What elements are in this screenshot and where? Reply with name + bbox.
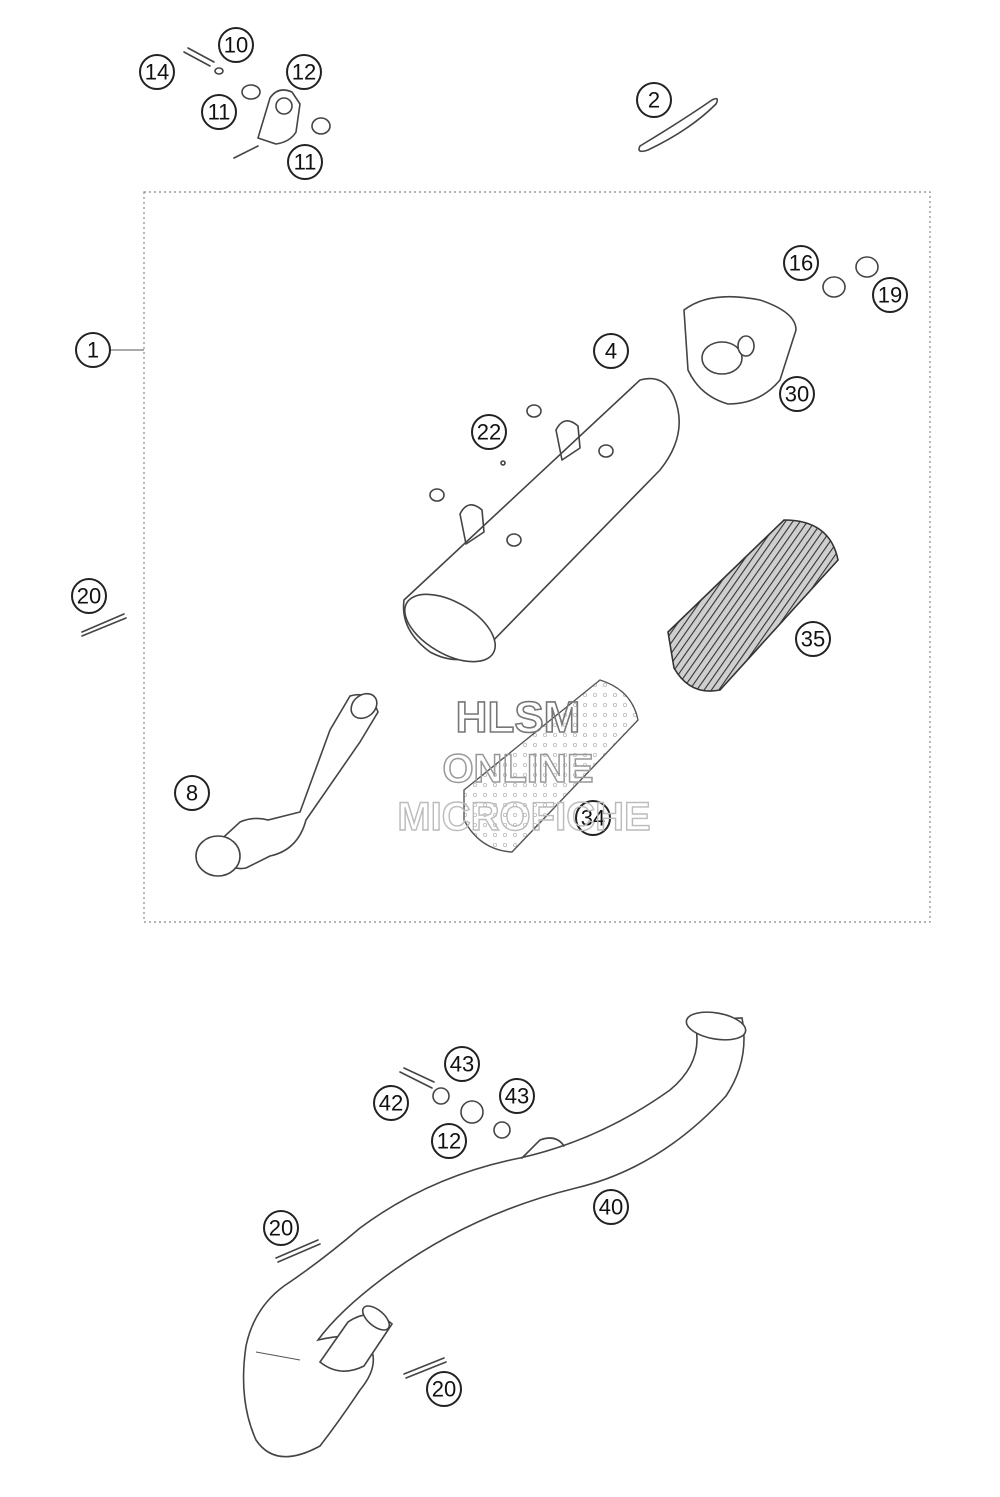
- callout-43-upper: 43: [444, 1046, 480, 1082]
- callout-43-lower: 43: [499, 1078, 535, 1114]
- svg-text:16: 16: [789, 251, 813, 276]
- svg-text:11: 11: [208, 100, 231, 125]
- callout-22: 22: [471, 414, 507, 450]
- callout-8: 8: [174, 775, 210, 811]
- callout-12-top: 12: [286, 54, 322, 90]
- svg-text:34: 34: [581, 806, 605, 831]
- svg-text:2: 2: [648, 88, 660, 113]
- callout-35: 35: [795, 621, 831, 657]
- callout-10: 10: [218, 27, 254, 63]
- bolt-20-middle: [275, 1239, 321, 1263]
- callout-20-middle: 20: [263, 1210, 299, 1246]
- callout-2: 2: [636, 82, 672, 118]
- watermark-line-2: ONLINE: [442, 747, 593, 791]
- bracket-assembly-top: [183, 47, 331, 159]
- svg-text:35: 35: [801, 627, 825, 652]
- callout-12-bottom: 12: [431, 1123, 467, 1159]
- ring-19: [855, 256, 879, 278]
- header-pipe-40: [242, 1011, 747, 1458]
- svg-text:43: 43: [450, 1052, 474, 1077]
- bolt-20-left: [81, 613, 127, 637]
- assembly-frame: [143, 191, 931, 923]
- watermark-line-3: MICROFICHE: [397, 795, 650, 839]
- svg-text:30: 30: [785, 382, 809, 407]
- svg-text:14: 14: [145, 60, 169, 85]
- end-cap-30: [683, 295, 797, 405]
- bolt-20-bottom: [403, 1357, 447, 1379]
- callout-34: 34: [575, 800, 611, 836]
- callout-40: 40: [593, 1189, 629, 1225]
- svg-text:40: 40: [599, 1195, 623, 1220]
- svg-text:11: 11: [294, 150, 317, 175]
- svg-text:12: 12: [292, 60, 316, 85]
- callout-30: 30: [779, 376, 815, 412]
- watermark-line-1: HLSM: [456, 693, 581, 742]
- svg-text:20: 20: [77, 584, 101, 609]
- svg-text:8: 8: [186, 781, 198, 806]
- callout-4: 4: [593, 333, 629, 369]
- inner-tube-8: [195, 692, 379, 877]
- callout-20-left: 20: [71, 578, 107, 614]
- svg-text:20: 20: [269, 1216, 293, 1241]
- callout-42: 42: [373, 1085, 409, 1121]
- svg-text:19: 19: [878, 283, 902, 308]
- svg-text:22: 22: [477, 420, 501, 445]
- svg-text:10: 10: [224, 33, 248, 58]
- packing-35: [667, 519, 839, 692]
- callout-14: 14: [139, 54, 175, 90]
- svg-text:42: 42: [379, 1091, 403, 1116]
- callout-1: 1: [75, 332, 111, 368]
- svg-text:20: 20: [432, 1377, 456, 1402]
- svg-text:43: 43: [505, 1084, 529, 1109]
- callout-19: 19: [872, 277, 908, 313]
- gasket-2: [638, 97, 719, 153]
- ring-16: [822, 276, 846, 298]
- callout-16: 16: [783, 245, 819, 281]
- bracket-assembly-bottom: [399, 1067, 511, 1139]
- callout-11-lower: 11: [287, 144, 323, 180]
- silencer-body-4: [402, 377, 680, 663]
- svg-text:12: 12: [437, 1129, 461, 1154]
- svg-text:1: 1: [87, 338, 99, 363]
- callout-20-bottom: 20: [426, 1371, 462, 1407]
- callout-11-upper: 11: [201, 94, 237, 130]
- perforated-tube-34: [463, 679, 639, 853]
- svg-text:4: 4: [605, 339, 617, 364]
